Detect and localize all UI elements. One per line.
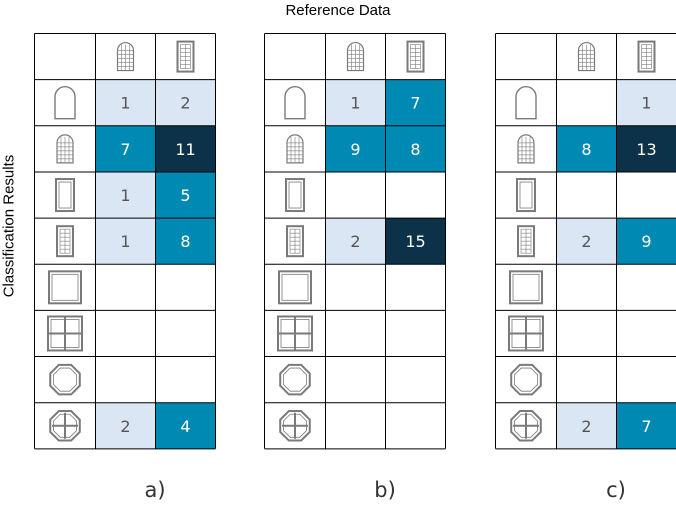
matrix-cell xyxy=(385,125,446,172)
grid-window-icon xyxy=(406,40,425,73)
matrix-cell xyxy=(155,402,216,449)
cross-window-icon xyxy=(277,315,313,352)
matrix-cell xyxy=(556,218,617,265)
cell-value: 1 xyxy=(641,94,651,113)
matrix-cell xyxy=(155,125,216,172)
matrix-cell xyxy=(155,79,216,126)
matrix-cell xyxy=(616,218,676,265)
arched-window-icon xyxy=(116,42,135,72)
arched-window-icon xyxy=(286,134,304,164)
octagon-icon xyxy=(279,363,311,396)
cell-value: 13 xyxy=(636,140,656,159)
grid-window-icon xyxy=(286,225,304,258)
matrix-cell xyxy=(95,79,156,126)
matrix-cell xyxy=(95,171,156,219)
cell-value: 11 xyxy=(175,140,195,159)
cell-value: 2 xyxy=(581,417,591,436)
grid-window-icon xyxy=(517,225,535,258)
arched-window-icon xyxy=(346,42,365,72)
cell-value: 1 xyxy=(120,186,130,205)
matrix-cell xyxy=(95,402,156,449)
cell-value: 4 xyxy=(180,417,190,436)
grid-window-icon xyxy=(56,225,74,258)
tall-rectangle-icon xyxy=(285,178,305,213)
y-axis-label: Classification Results xyxy=(0,154,18,298)
cell-value: 1 xyxy=(120,232,130,251)
cell-value: 2 xyxy=(581,232,591,251)
grid-window-icon xyxy=(176,40,195,73)
confusion-matrix-b: 1 7 9 8 2 15 xyxy=(264,33,446,450)
octagon-cross-icon xyxy=(49,409,81,442)
arch-outline-icon xyxy=(284,86,306,120)
cell-value: 7 xyxy=(641,417,651,436)
matrix-cell xyxy=(616,402,676,449)
square-icon xyxy=(509,270,543,305)
octagon-icon xyxy=(49,363,81,396)
cross-window-icon xyxy=(508,315,544,352)
matrix-cell xyxy=(155,218,216,265)
matrix-cell xyxy=(385,218,446,265)
panel-label-a: a) xyxy=(144,478,166,502)
cell-value: 15 xyxy=(405,232,425,251)
octagon-icon xyxy=(510,363,542,396)
panel-label-b: b) xyxy=(374,478,396,502)
octagon-cross-icon xyxy=(510,409,542,442)
matrix-cell xyxy=(385,79,446,126)
tall-rectangle-icon xyxy=(55,178,75,213)
confusion-matrix-c: 1 8 13 2 9 2 7 xyxy=(495,33,676,450)
cell-value: 7 xyxy=(410,94,420,113)
square-icon xyxy=(278,270,312,305)
chart-title: Reference Data xyxy=(285,2,391,19)
matrix-cell xyxy=(155,171,216,219)
cell-value: 2 xyxy=(180,94,190,113)
cell-value: 2 xyxy=(350,232,360,251)
panel-label-c: c) xyxy=(606,478,626,502)
matrix-cell xyxy=(95,125,156,172)
matrix-cell xyxy=(325,79,386,126)
grid-window-icon xyxy=(637,40,656,73)
cross-window-icon xyxy=(47,315,83,352)
cell-value: 2 xyxy=(120,417,130,436)
octagon-cross-icon xyxy=(279,409,311,442)
cell-value: 8 xyxy=(180,232,190,251)
matrix-cell xyxy=(95,218,156,265)
matrix-cell xyxy=(616,79,676,126)
matrix-cell xyxy=(556,125,617,172)
arched-window-icon xyxy=(56,134,74,164)
matrix-cell xyxy=(325,218,386,265)
matrix-cell xyxy=(616,125,676,172)
arched-window-icon xyxy=(577,42,596,72)
cell-value: 1 xyxy=(350,94,360,113)
cell-value: 9 xyxy=(350,140,360,159)
tall-rectangle-icon xyxy=(516,178,536,213)
cell-value: 7 xyxy=(120,140,130,159)
cell-value: 1 xyxy=(120,94,130,113)
cell-value: 8 xyxy=(581,140,591,159)
arched-window-icon xyxy=(517,134,535,164)
cell-value: 8 xyxy=(410,140,420,159)
matrix-cell xyxy=(556,402,617,449)
arch-outline-icon xyxy=(515,86,537,120)
matrix-cell xyxy=(325,125,386,172)
cell-value: 9 xyxy=(641,232,651,251)
square-icon xyxy=(48,270,82,305)
cell-value: 5 xyxy=(180,186,190,205)
arch-outline-icon xyxy=(54,86,76,120)
